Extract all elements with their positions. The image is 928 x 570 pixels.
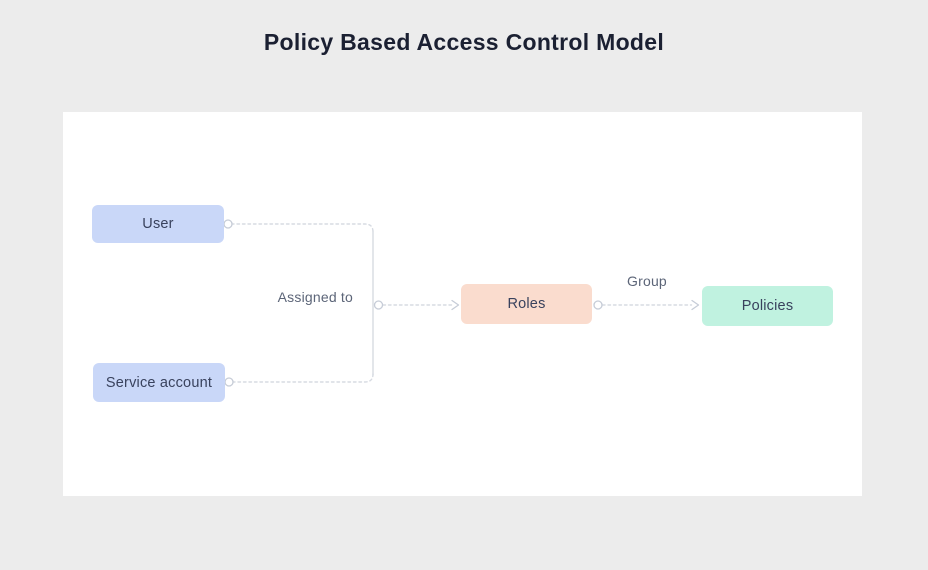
edge-service-account-to-junction [231, 373, 374, 383]
diagram-canvas: User Service account Roles Policies Assi… [63, 112, 862, 496]
connector-dot-service-account [224, 377, 234, 387]
node-policies-label: Policies [741, 298, 794, 314]
edge-label-assigned-to: Assigned to [277, 289, 353, 305]
node-service-account: Service account [93, 363, 225, 402]
arrow-head-roles [451, 299, 460, 311]
connector-dot-junction [373, 300, 384, 310]
node-roles: Roles [461, 284, 592, 324]
node-user-label: User [142, 216, 174, 232]
edge-junction-to-roles [382, 299, 460, 311]
node-roles-label: Roles [507, 296, 546, 312]
connector-dot-roles [593, 300, 603, 310]
node-policies: Policies [702, 286, 833, 326]
page-title: Policy Based Access Control Model [263, 29, 665, 55]
arrow-head-policies [691, 299, 700, 311]
node-user: User [92, 205, 224, 243]
edge-user-to-junction [230, 223, 374, 233]
edge-service-horizontal [231, 373, 374, 383]
connector-dot-user [223, 219, 233, 229]
edge-user-horizontal [230, 223, 374, 233]
edge-roles-to-policies [601, 299, 700, 311]
connector-lines [223, 219, 700, 387]
edge-label-group: Group [627, 273, 667, 289]
node-service-account-label: Service account [105, 374, 213, 391]
